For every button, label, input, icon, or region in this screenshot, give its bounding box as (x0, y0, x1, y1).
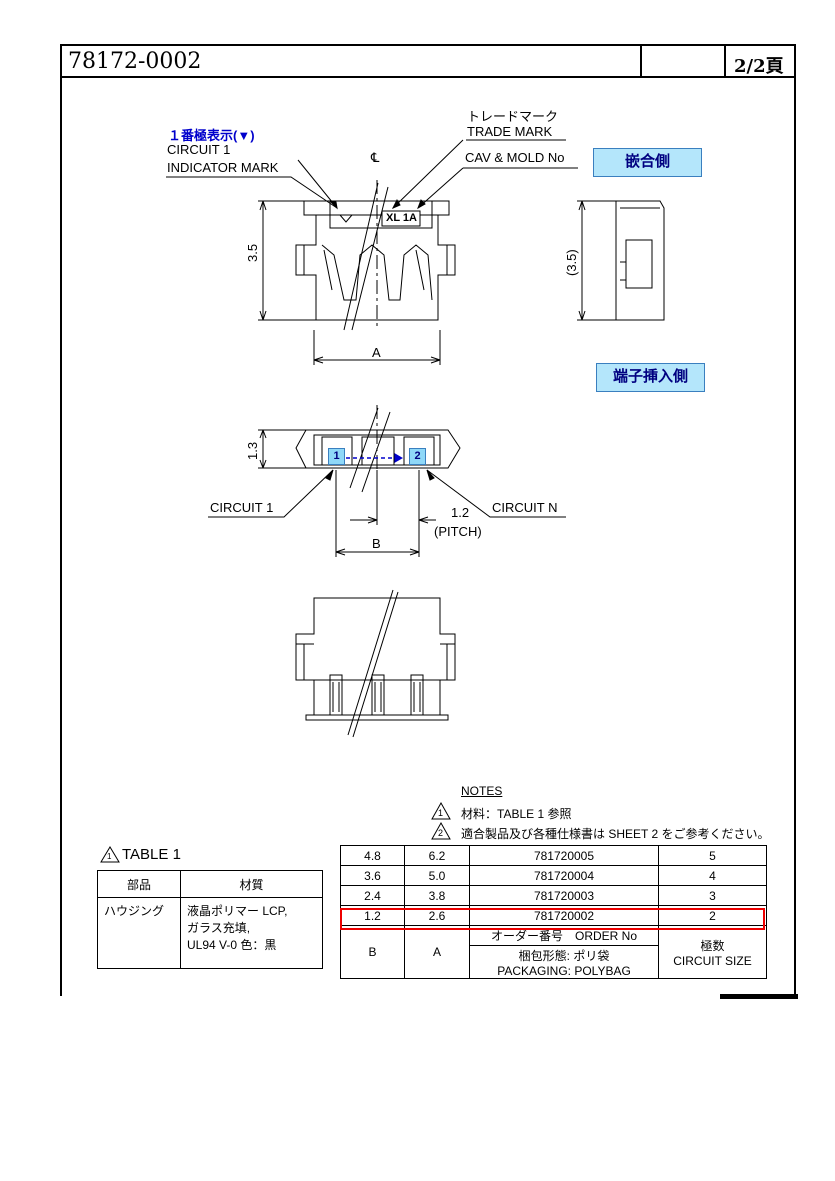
table-header-row: 梱包形態: ポリ袋 PACKAGING: POLYBAG (341, 945, 767, 979)
front-view (166, 139, 578, 365)
indicator-mark-label: INDICATOR MARK (167, 160, 279, 175)
circuit-1-label: CIRCUIT 1 (210, 500, 274, 515)
title-divider (724, 46, 726, 76)
table1-title: TABLE 1 (122, 846, 181, 863)
header-a: A (404, 925, 470, 979)
note-1: 材料：TABLE 1 参照 (461, 807, 572, 821)
table-row: 3.6 5.0 781720004 4 (340, 865, 767, 886)
trade-mark-jp: トレードマーク (467, 109, 559, 124)
table-row: 4.8 6.2 781720005 5 (340, 845, 767, 866)
header-packaging: 梱包形態: ポリ袋 PACKAGING: POLYBAG (469, 945, 659, 979)
top-view (208, 405, 566, 557)
side-view (577, 200, 665, 321)
header-packaging-en: PACKAGING: POLYBAG (497, 963, 631, 978)
part-number: 78172-0002 (68, 49, 202, 74)
selected-row-highlight (340, 908, 765, 930)
cell-size: 5 (658, 845, 767, 866)
cell-b: 4.8 (340, 845, 405, 866)
pin-2-marker: 2 (409, 448, 426, 465)
table-row: 2.4 3.8 781720003 3 (340, 885, 767, 906)
frame-corner-bar (720, 994, 798, 999)
material-table: 部品 材質 ハウジング 液晶ポリマー LCP, ガラス充填, UL94 V-0 … (97, 870, 323, 969)
title-divider (640, 46, 642, 76)
cell-size: 4 (658, 865, 767, 886)
title-block: 78172-0002 2/2頁 (62, 46, 794, 78)
notes-title: NOTES (461, 784, 503, 798)
page-number: 2/2頁 (734, 56, 784, 77)
cell-a: 3.8 (404, 885, 470, 906)
table1-material: 液晶ポリマー LCP, ガラス充填, UL94 V-0 色：黒 (180, 897, 323, 969)
note-2-number: 2 (438, 828, 444, 838)
header-b: B (340, 925, 405, 979)
cell-size: 3 (658, 885, 767, 906)
cell-b: 2.4 (340, 885, 405, 906)
terminal-side-badge: 端子挿入側 (596, 363, 705, 392)
notes-block: NOTES (461, 784, 502, 798)
circuit-n-label: CIRCUIT N (492, 500, 558, 515)
header-size-en: CIRCUIT SIZE (673, 953, 752, 968)
material-line: 液晶ポリマー LCP, (187, 904, 288, 918)
pitch-label: (PITCH) (434, 524, 482, 539)
centerline-mark: ℄ (371, 150, 380, 165)
cav-mold-label: CAV & MOLD No (465, 150, 565, 165)
dim-b-label: B (372, 536, 381, 551)
circuit1-indicator-label: CIRCUIT 1 (167, 142, 231, 157)
note-2: 適合製品及び各種仕様書は SHEET 2 をご参考ください。 (461, 827, 770, 841)
bottom-view (295, 589, 456, 738)
dim-a-label: A (372, 345, 381, 360)
table1-header-material: 材質 (180, 870, 323, 898)
table1-mark-number: 1 (107, 852, 112, 861)
dim-pitch-value: 1.2 (451, 505, 470, 520)
table1-header-part: 部品 (97, 870, 181, 898)
mating-side-badge: 嵌合側 (593, 148, 702, 177)
material-line: ガラス充填, (187, 921, 251, 935)
circuit1-indicator-jp: １番極表示(▼) (168, 128, 255, 143)
header-size-jp: 極数 (700, 938, 725, 953)
header-size: 極数 CIRCUIT SIZE (658, 925, 767, 979)
trade-mark-label: TRADE MARK (467, 124, 553, 139)
cell-order: 781720003 (469, 885, 659, 906)
table1-part: ハウジング (97, 897, 181, 969)
material-line: UL94 V-0 色：黒 (187, 938, 277, 952)
pin-1-marker: 1 (328, 448, 345, 465)
cell-order: 781720004 (469, 865, 659, 886)
cell-order: 781720005 (469, 845, 659, 866)
cell-a: 5.0 (404, 865, 470, 886)
cell-b: 3.6 (340, 865, 405, 886)
drawing-frame: 78172-0002 2/2頁 (60, 44, 796, 996)
note-1-number: 1 (438, 808, 444, 818)
order-table: 4.8 6.2 781720005 5 3.6 5.0 781720004 4 … (340, 845, 767, 979)
header-packaging-jp: 梱包形態: ポリ袋 (518, 948, 610, 963)
stamp-text: XL 1A (386, 212, 417, 224)
cell-a: 6.2 (404, 845, 470, 866)
